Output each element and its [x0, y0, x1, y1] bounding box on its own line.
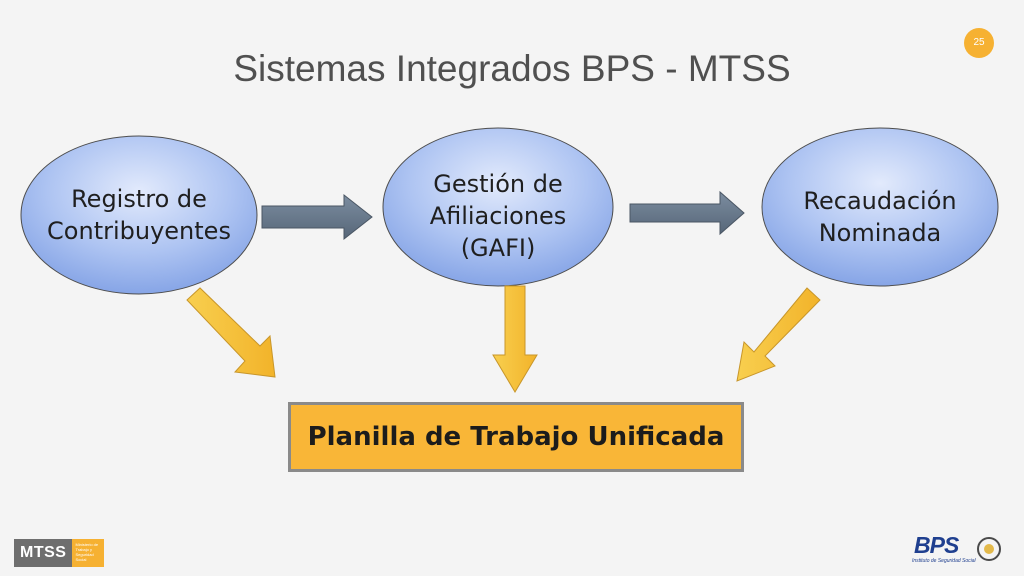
- bps-logo-name: BPS: [914, 532, 959, 558]
- node-registro-line2: Contribuyentes: [47, 217, 231, 245]
- node-registro-line1: Registro de: [71, 185, 207, 213]
- node-recaudacion: Recaudación Nominada: [770, 178, 990, 256]
- bps-logo-sun: [984, 544, 994, 554]
- mtss-logo-mark: MTSS: [14, 539, 73, 567]
- node-gafi-line1: Gestión de: [433, 170, 563, 198]
- yellow-arrow-gafi-to-result: [492, 285, 538, 393]
- mtss-logo-subtitle: Ministerio de Trabajo y Seguridad Social: [72, 539, 105, 567]
- gray-arrow-registro-to-gafi: [261, 193, 373, 241]
- yellow-arrow-recaudacion-to-result: [736, 287, 821, 382]
- node-registro-shape: [20, 135, 258, 295]
- slide-title: Sistemas Integrados BPS - MTSS: [233, 48, 791, 89]
- bps-logo-tagline: Instituto de Seguridad Social: [912, 558, 976, 564]
- bps-logo: BPS Instituto de Seguridad Social: [912, 530, 1012, 570]
- mtss-logo: MTSS Ministerio de Trabajo y Seguridad S…: [14, 539, 105, 567]
- node-gafi-line2: Afiliaciones: [429, 202, 567, 230]
- node-recaudacion-shape: [761, 127, 999, 287]
- gray-arrow-gafi-to-recaudacion: [629, 190, 745, 236]
- result-box: Planilla de Trabajo Unificada: [288, 402, 744, 472]
- page-number-badge: 25: [964, 28, 994, 58]
- node-gafi: Gestión de Afiliaciones (GAFI): [398, 157, 598, 275]
- bps-logo-seal: [977, 537, 1001, 561]
- node-gafi-shape: [382, 127, 614, 287]
- node-recaudacion-line1: Recaudación: [803, 187, 957, 215]
- node-recaudacion-line2: Nominada: [818, 219, 942, 247]
- node-gafi-line3: (GAFI): [460, 234, 536, 262]
- node-registro: Registro de Contribuyentes: [29, 172, 249, 258]
- result-label: Planilla de Trabajo Unificada: [307, 422, 725, 452]
- yellow-arrow-registro-to-result: [186, 287, 276, 378]
